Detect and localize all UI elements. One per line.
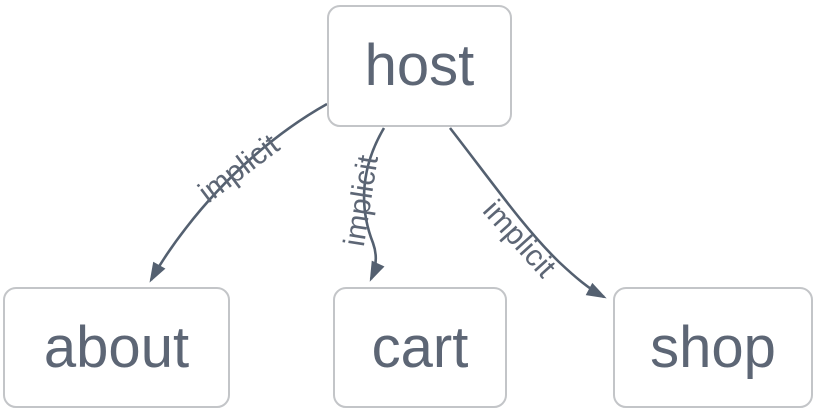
edge-host-cart bbox=[362, 127, 386, 282]
node-host-label: host bbox=[364, 33, 475, 98]
node-cart-label: cart bbox=[371, 314, 469, 380]
node-shop: shop bbox=[613, 287, 813, 408]
node-host: host bbox=[327, 5, 512, 127]
node-cart: cart bbox=[333, 287, 507, 408]
node-shop-label: shop bbox=[650, 314, 776, 380]
edge-host-shop bbox=[448, 127, 607, 299]
edge-label-host-about: implicit bbox=[193, 128, 287, 210]
node-about: about bbox=[3, 287, 230, 408]
edge-label-host-cart: implicit bbox=[338, 152, 385, 248]
edge-label-host-shop: implicit bbox=[476, 194, 562, 285]
node-about-label: about bbox=[43, 314, 190, 380]
edge-host-about bbox=[149, 102, 328, 283]
